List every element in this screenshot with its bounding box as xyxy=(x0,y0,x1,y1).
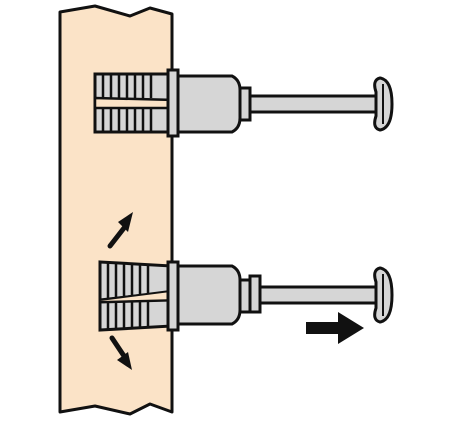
expand-down-arrow xyxy=(109,335,132,370)
lower-ribs xyxy=(106,262,150,329)
lower-rod xyxy=(248,285,378,305)
lower-sleeve-bottom-leg xyxy=(98,298,174,332)
upper-rod xyxy=(248,94,378,114)
lower-body xyxy=(176,264,242,326)
upper-ribs xyxy=(101,74,153,132)
expand-up-arrow xyxy=(107,212,133,249)
wall-board xyxy=(58,4,174,416)
pull-out-arrow xyxy=(306,312,364,344)
lower-anchor xyxy=(98,260,394,332)
upper-body xyxy=(176,74,242,134)
upper-anchor xyxy=(93,68,394,138)
